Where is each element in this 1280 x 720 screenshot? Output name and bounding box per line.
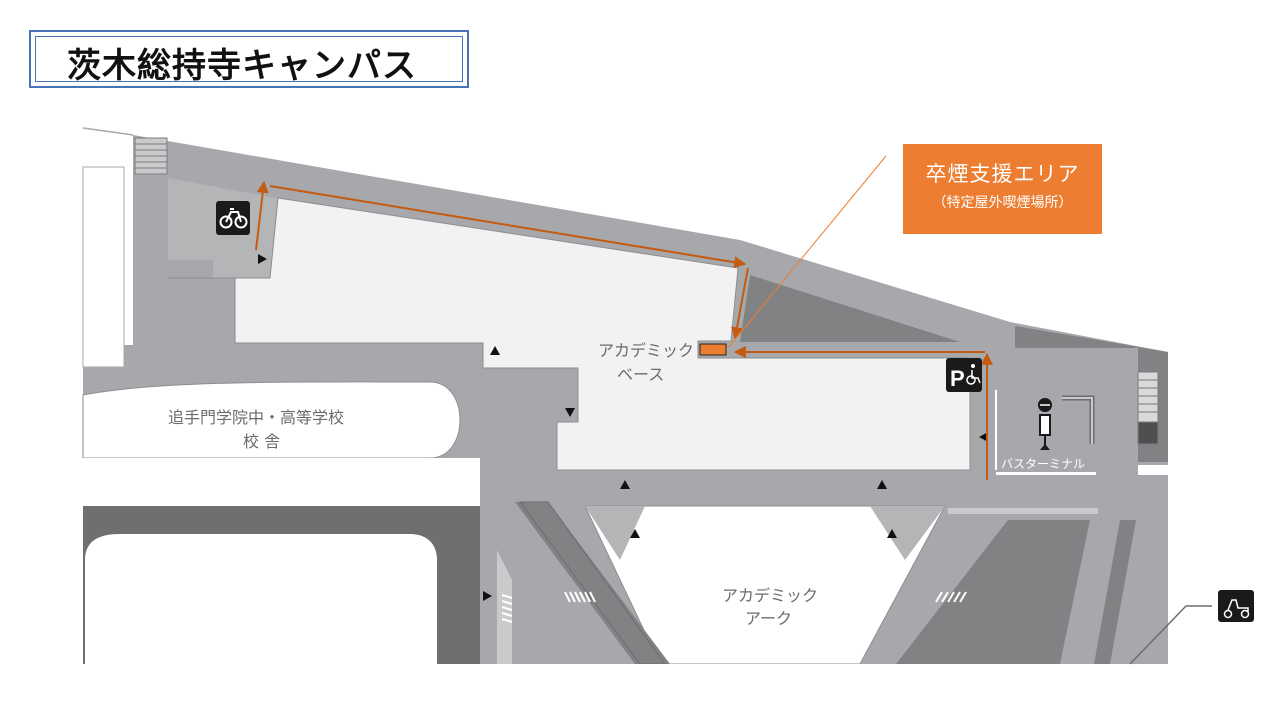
scooter-leader-line [1129,605,1212,665]
smoking-area-callout: 卒煙支援エリア （特定屋外喫煙場所） [903,144,1102,234]
smoking-area-marker [699,343,727,356]
crosswalk-right [935,591,967,603]
upper-building [234,197,971,471]
bus-terminal-label: バスターミナル [1001,457,1085,471]
bottom-left-white-block [85,534,437,664]
callout-leader-line [727,155,887,349]
school-label-line2: 校 舎 [243,432,280,451]
diagonal-road-left [515,502,670,664]
academic-arc-label-line2: アーク [745,609,792,628]
academic-base-label-line1: アカデミック [598,341,694,360]
academic-arc-label-line1: アカデミック [722,586,818,605]
title-box: 茨木総持寺キャンパス [29,30,469,88]
right-dark-area [1015,326,1168,462]
route-lines [255,180,993,480]
dark-triangle-area [740,275,960,342]
callout-subtitle: （特定屋外喫煙場所） [932,195,1073,211]
title-border [35,36,463,82]
boundary-line [82,127,134,136]
academic-arc-building [584,505,946,664]
left-building [82,166,125,368]
crosswalk-left [564,591,596,603]
scooter-icon [1218,590,1254,622]
svg-text:P: P [950,366,965,391]
right-white-strip [1138,465,1168,477]
crosswalk-vertical [501,594,513,623]
stairs-top-left [134,137,168,175]
bus-stop-icon [1038,398,1052,450]
stairs-right [1137,371,1159,445]
academic-base-label-line2: ベース [617,365,664,384]
accessible-parking-icon: P [946,358,982,392]
school-label-line1: 追手門学院中・高等学校 [168,408,344,427]
diagonal-road-right [896,520,1090,664]
callout-title: 卒煙支援エリア [925,162,1080,186]
page-title: 茨木総持寺キャンパス [67,46,417,86]
bicycle-icon [216,201,250,235]
direction-arrows [258,254,988,601]
